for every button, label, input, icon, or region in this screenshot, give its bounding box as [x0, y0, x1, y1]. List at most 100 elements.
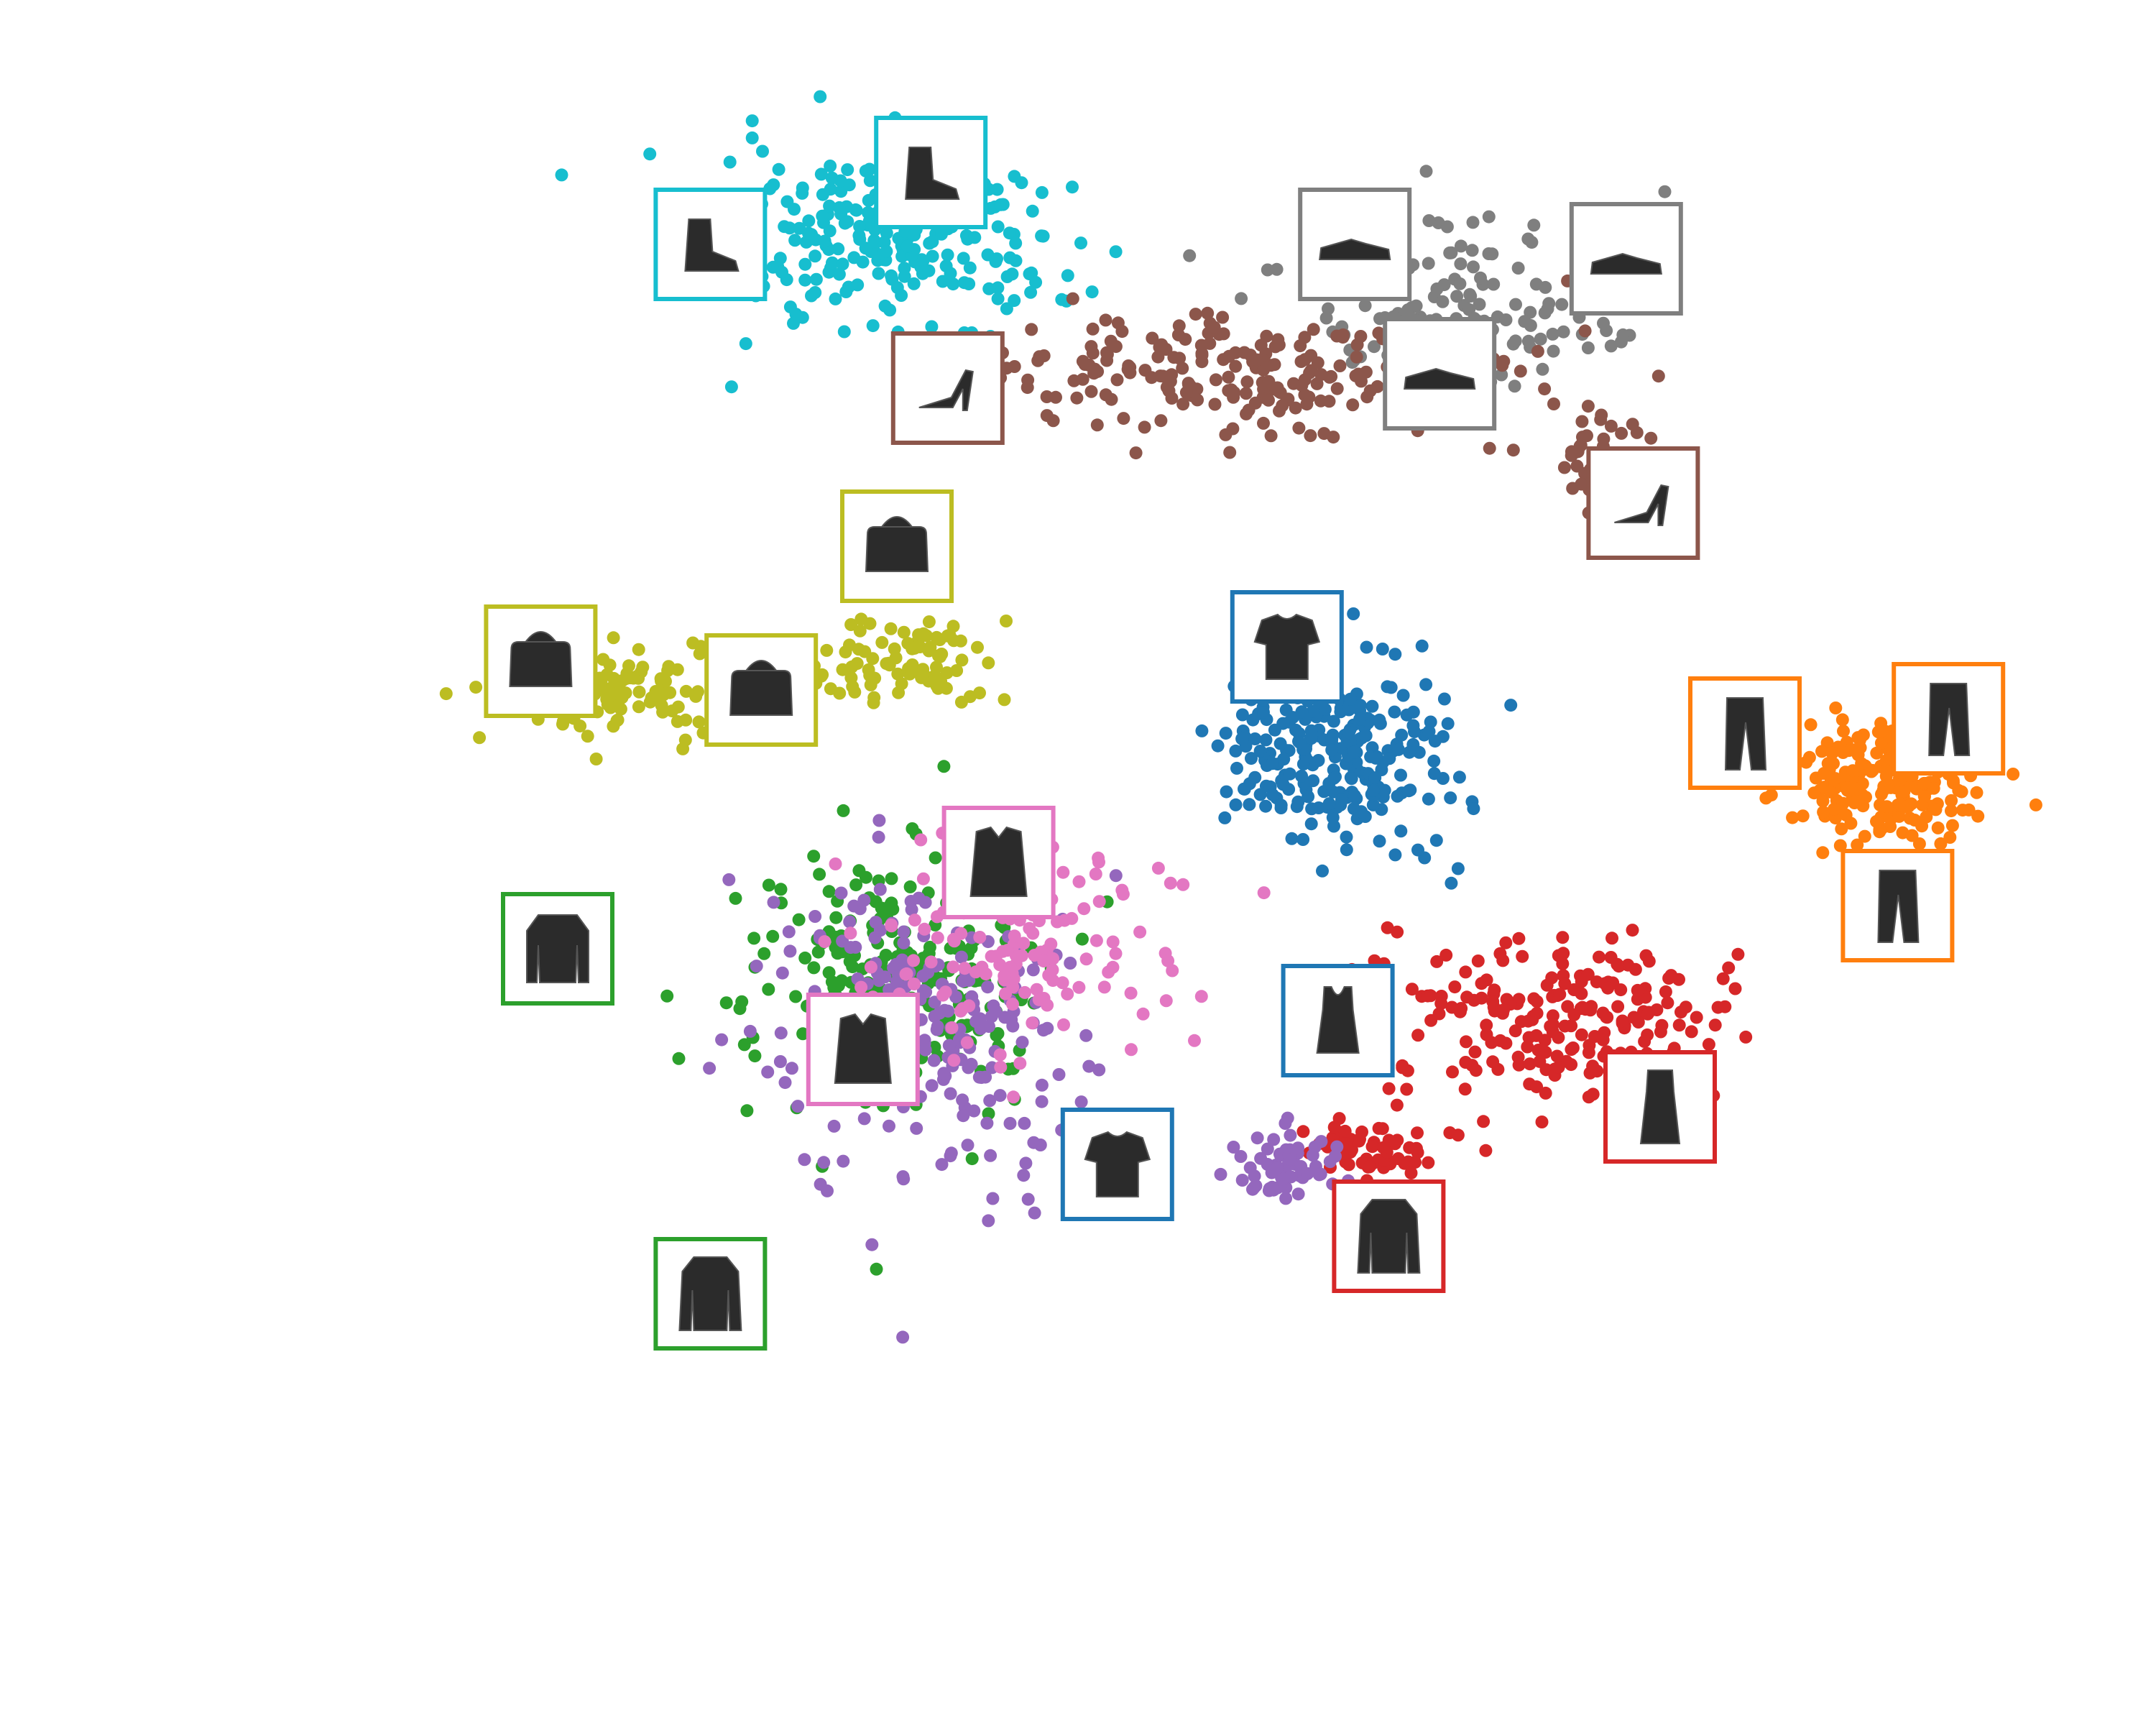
- scatter-point: [1459, 965, 1473, 979]
- scatter-point: [1451, 862, 1465, 875]
- scatter-point: [1335, 793, 1348, 806]
- scatter-point: [990, 183, 1004, 196]
- scatter-point: [1511, 1050, 1525, 1064]
- scatter-point: [1201, 306, 1215, 320]
- scatter-point: [792, 913, 806, 926]
- scatter-point: [1943, 831, 1957, 844]
- scatter-point: [1884, 781, 1897, 794]
- scatter-point: [1511, 262, 1525, 275]
- scatter-point: [1261, 1142, 1274, 1156]
- scatter-point: [1008, 929, 1021, 943]
- scatter-point: [1593, 950, 1606, 964]
- boot-icon: [905, 147, 960, 200]
- scatter-point: [1616, 1014, 1629, 1028]
- scatter-point: [897, 925, 911, 939]
- scatter-point: [931, 910, 944, 924]
- scatter-point: [1552, 1060, 1565, 1074]
- scatter-point: [982, 656, 995, 670]
- scatter-point: [1467, 260, 1480, 274]
- scatter-point: [1092, 1063, 1106, 1077]
- scatter-point: [1465, 244, 1479, 257]
- scatter-point: [1216, 310, 1230, 324]
- scatter-point: [1061, 988, 1074, 1000]
- scatter-point: [1342, 1158, 1355, 1172]
- scatter-point: [925, 320, 939, 334]
- scatter-point: [1512, 932, 1526, 945]
- scatter-point: [1009, 236, 1023, 250]
- scatter-point: [1422, 257, 1435, 270]
- scatter-point: [1017, 1169, 1031, 1182]
- scatter-point: [1325, 732, 1339, 746]
- scatter-point: [1287, 377, 1300, 390]
- scatter-point: [1430, 282, 1444, 295]
- scatter-point: [814, 90, 827, 104]
- scatter-point: [737, 1038, 751, 1052]
- scatter-point: [1257, 416, 1270, 430]
- thumbnail-bag: [840, 489, 954, 603]
- scatter-point: [818, 234, 831, 248]
- scatter-point: [750, 960, 763, 973]
- scatter-point: [1179, 386, 1193, 400]
- scatter-point: [679, 684, 693, 698]
- scatter-point: [1167, 351, 1181, 364]
- scatter-point: [1533, 1054, 1547, 1068]
- scatter-point: [944, 1087, 957, 1100]
- scatter-point: [870, 1262, 883, 1276]
- scatter-point: [1422, 214, 1436, 227]
- scatter-point: [1855, 757, 1869, 770]
- scatter-point: [724, 380, 738, 394]
- scatter-point: [1956, 804, 1969, 817]
- scatter-point: [824, 682, 837, 696]
- scatter-point: [1211, 739, 1225, 753]
- scatter-point: [994, 198, 1008, 211]
- scatter-point: [1531, 344, 1544, 358]
- scatter-point: [1031, 354, 1045, 367]
- scatter-point: [908, 228, 921, 242]
- thumbnail-sandal: [890, 331, 1005, 445]
- scatter-point: [1471, 954, 1485, 967]
- scatter-point: [1234, 1150, 1248, 1163]
- scatter-point: [1079, 1029, 1093, 1042]
- scatter-point: [1353, 1133, 1366, 1146]
- scatter-point: [1372, 326, 1386, 340]
- scatter-point: [1454, 239, 1468, 253]
- scatter-point: [1606, 932, 1618, 945]
- scatter-point: [1019, 1156, 1033, 1170]
- scatter-point: [665, 704, 679, 718]
- scatter-point: [1262, 1184, 1276, 1197]
- scatter-point: [1123, 366, 1137, 380]
- scatter-point: [686, 636, 700, 650]
- scatter-point: [1739, 1030, 1753, 1044]
- scatter-point: [1052, 1068, 1066, 1081]
- scatter-point: [556, 714, 570, 728]
- scatter-point: [808, 249, 822, 263]
- scatter-point: [1450, 290, 1464, 303]
- scatter-point: [715, 1033, 729, 1046]
- scatter-point: [1021, 1192, 1035, 1206]
- scatter-point: [867, 696, 880, 709]
- scatter-point: [1109, 245, 1123, 259]
- scatter-point: [1235, 1174, 1249, 1187]
- scatter-point: [916, 872, 930, 886]
- scatter-point: [661, 664, 675, 677]
- scatter-point: [829, 857, 842, 870]
- scatter-point: [1381, 680, 1394, 694]
- scatter-point: [963, 261, 977, 275]
- scatter-point: [900, 239, 914, 253]
- scatter-point: [1018, 1116, 1031, 1130]
- scatter-point: [1558, 977, 1572, 990]
- scatter-point: [1183, 249, 1197, 262]
- scatter-point: [1015, 176, 1028, 190]
- scatter-point: [989, 1005, 1003, 1018]
- scatter-point: [1581, 967, 1595, 981]
- scatter-point: [907, 954, 921, 967]
- scatter-point: [796, 1027, 810, 1041]
- scatter-point: [1248, 770, 1262, 784]
- scatter-point: [1514, 364, 1527, 378]
- tshirt-icon: [1253, 613, 1321, 680]
- scatter-point: [1250, 353, 1264, 367]
- scatter-point: [1155, 338, 1169, 351]
- scatter-point: [1870, 814, 1883, 828]
- scatter-point: [1395, 728, 1409, 742]
- scatter-point: [745, 114, 759, 128]
